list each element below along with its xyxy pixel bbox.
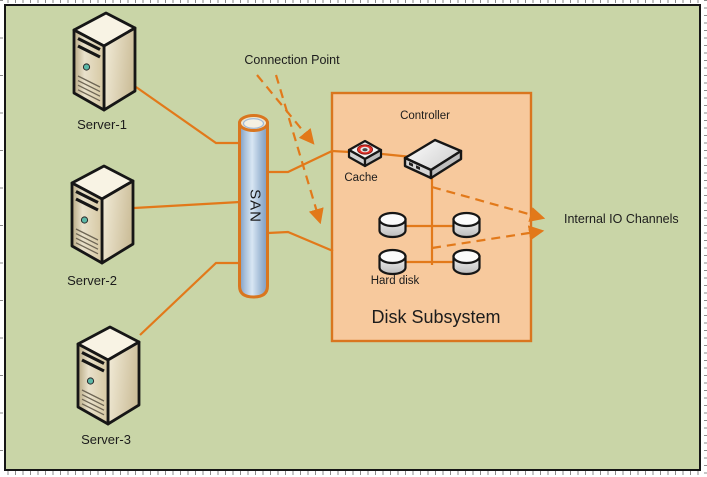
ruler-bottom	[0, 471, 707, 477]
connector-san-cache[interactable]	[268, 149, 351, 174]
internal-io-channels-label: Internal IO Channels	[564, 212, 679, 226]
server-1-label: Server-1	[77, 117, 127, 132]
ruler-left	[0, 0, 4, 477]
san-cylinder-icon[interactable]	[238, 114, 269, 299]
disk-subsystem-title: Disk Subsystem	[371, 307, 501, 327]
server-tower-icon-2[interactable]	[70, 164, 135, 265]
ruler-top	[0, 0, 707, 4]
dashed-arrow-io-channel-2[interactable]	[431, 225, 545, 250]
server-tower-icon-1[interactable]	[72, 11, 137, 112]
cache-label: Cache	[344, 172, 378, 184]
cache-module-icon[interactable]	[347, 139, 383, 168]
connection-point-label: Connection Point	[244, 53, 340, 67]
server-2-label: Server-2	[67, 273, 117, 288]
controller-label: Controller	[400, 110, 450, 122]
connector-server3-san[interactable]	[139, 261, 240, 336]
connector-san-subsystem[interactable]	[267, 230, 334, 253]
hard-disk-cylinder-icon-1[interactable]	[378, 211, 407, 239]
hard-disk-label: Hard disk	[370, 275, 420, 287]
server-3-label: Server-3	[81, 432, 131, 447]
controller-unit-icon[interactable]	[403, 138, 463, 180]
dashed-arrow-connection-point-2[interactable]	[274, 74, 324, 225]
hard-disk-cylinder-icon-4[interactable]	[452, 248, 481, 276]
san-label: SAN	[246, 189, 264, 223]
server-tower-icon-3[interactable]	[76, 325, 141, 426]
ruler-right	[702, 0, 707, 477]
connector-server2-san[interactable]	[133, 200, 241, 210]
connector-server1-san[interactable]	[135, 86, 240, 145]
dashed-arrow-io-channel-1[interactable]	[431, 185, 546, 222]
hard-disk-cylinder-icon-3[interactable]	[378, 248, 407, 276]
hard-disk-cylinder-icon-2[interactable]	[452, 211, 481, 239]
